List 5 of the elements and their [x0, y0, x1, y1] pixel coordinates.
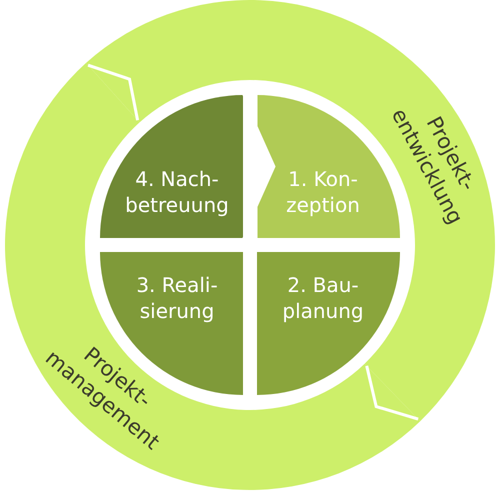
quadrant-label: 2. Bau-planung	[281, 272, 365, 324]
quadrant-label: 1. Kon-zeption	[285, 166, 361, 218]
quadrant-label: 3. Reali-sierung	[135, 272, 219, 324]
quadrant-label: 4. Nach-betreuung	[124, 166, 230, 218]
chevron-arrow	[242, 94, 276, 238]
